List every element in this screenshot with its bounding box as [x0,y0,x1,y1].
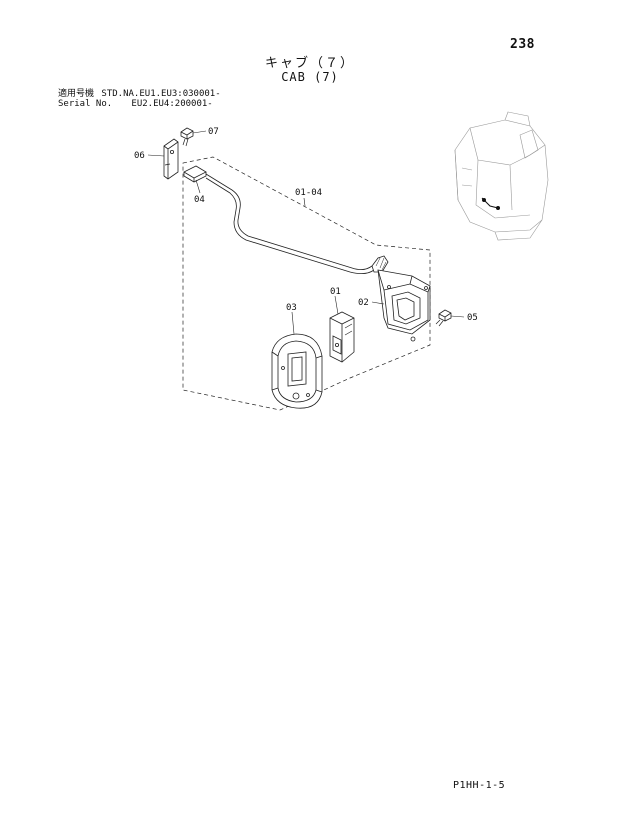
serial-value-1: STD.NA.EU1.EU3:030001- [101,89,221,99]
serial-value-2: EU2.EU4:200001- [131,99,213,109]
part-01-04-cable [205,173,389,274]
part-06-bracket [163,138,179,180]
callout-05: 05 [467,313,478,323]
part-05-screw [435,309,452,327]
part-02-housing [377,269,431,342]
part-03-bezel [271,333,323,409]
part-04-cable-end [183,165,207,183]
callout-02: 02 [358,298,369,308]
serial-row-number: Serial No. EU2.EU4:200001- [58,99,213,109]
cab-locator-thumbnail [454,111,549,241]
serial-label-jp: 適用号機 [58,89,95,99]
callout-01: 01 [330,287,341,297]
callout-06: 06 [134,151,145,161]
page-number: 238 [510,37,535,52]
callout-04: 04 [194,195,205,205]
footer-page-code: P1HH-1-5 [453,780,506,791]
callout-03: 03 [286,303,297,313]
page-title-japanese: キャブ（７） [264,56,355,71]
part-07-screw [180,127,194,147]
part-01-switch [329,311,355,363]
cab-location-marker [481,197,500,210]
callout-07: 07 [208,127,219,137]
leader-lines [147,130,465,335]
assembly-boundary-dashed [182,156,431,411]
serial-row-applicable: 適用号機 STD.NA.EU1.EU3:030001- [58,89,221,99]
page-title-english: CAB (7) [281,70,339,84]
callout-01-04: 01-04 [295,188,322,198]
